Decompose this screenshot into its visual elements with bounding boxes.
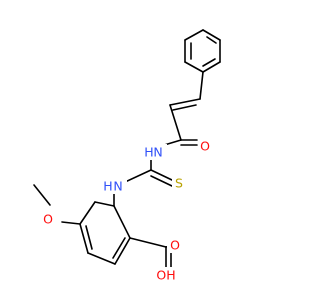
atom-label-acid-o: O [170,238,180,253]
bonds [33,29,221,271]
molecule-structure: O H N S H N O O OH [33,29,221,283]
atom-label-thio-n: N [113,179,122,194]
atom-label-amide-n: N [153,145,162,160]
atom-label-thio-h: H [103,179,112,194]
atom-label-amide-o: O [200,139,210,154]
atom-label-acid-oh: OH [156,268,175,283]
atom-label-amide-h: H [144,145,153,160]
atom-labels: O H N S H N O O OH [40,138,214,283]
atom-label-thio-s: S [175,176,183,191]
atom-label-methoxy-o: O [43,212,53,227]
